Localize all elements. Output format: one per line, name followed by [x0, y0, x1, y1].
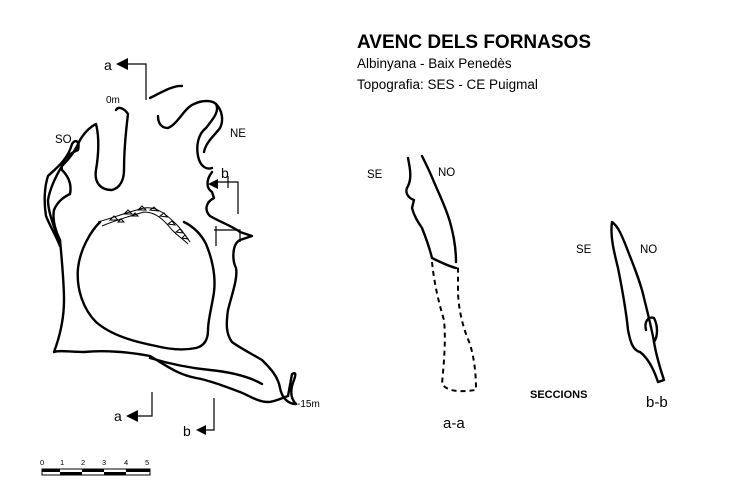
section-bb-name: b-b	[646, 394, 668, 411]
arrow-left-icon	[196, 425, 206, 435]
scale-bar: 0 1 2 3 4 5	[40, 458, 151, 476]
scale-tick-label: 4	[124, 458, 128, 467]
section-b-bottom-label: b	[183, 423, 191, 439]
sections-caption: SECCIONS	[530, 389, 587, 401]
section-a-bottom-label: a	[114, 408, 122, 424]
section-aa-no-label: NO	[438, 167, 455, 179]
section-bb-outline	[610, 220, 666, 384]
arrow-left-icon	[208, 179, 218, 189]
section-aa-view	[405, 154, 478, 393]
section-aa-left-wall	[405, 156, 434, 260]
section-b-top-marker: b	[208, 165, 229, 189]
scale-tick-label: 1	[60, 458, 64, 467]
section-aa-right-wall	[420, 154, 458, 264]
section-b-top-label: b	[221, 165, 229, 181]
section-aa-projected-passage	[431, 261, 478, 393]
section-a-top-label: a	[104, 57, 112, 73]
plan-ne-wall	[202, 102, 224, 154]
plan-view	[43, 84, 298, 406]
section-bb-inner-pocket	[644, 316, 659, 344]
section-bb-view	[610, 220, 666, 384]
scale-bar-segment	[42, 469, 60, 472]
arrow-left-icon	[116, 58, 128, 70]
plan-inner-chamber	[76, 220, 216, 351]
section-aa-name: a-a	[443, 415, 465, 432]
survey-title: AVENC DELS FORNASOS	[357, 32, 591, 53]
plan-sw-wall	[46, 106, 130, 248]
orientation-ne-label: NE	[230, 128, 246, 140]
location-text: Albinyana - Baix Penedès	[357, 56, 512, 71]
section-bb-se-label: SE	[576, 244, 592, 256]
section-aa-se-label: SE	[367, 169, 383, 181]
scale-tick-label: 2	[81, 458, 85, 467]
section-a-top-marker: a	[104, 57, 147, 100]
scale-bar-segment	[126, 469, 150, 472]
orientation-sw-label: SO	[55, 134, 72, 146]
rubble-band	[97, 205, 191, 245]
scale-tick-label: 3	[102, 458, 106, 467]
scale-tick-label: 0	[40, 458, 44, 467]
scale-bar-segment	[104, 472, 126, 475]
section-a-bottom-marker: a	[114, 392, 153, 424]
plan-b-marker-lines	[214, 176, 241, 246]
plan-lower-passage	[148, 356, 264, 386]
arrow-left-icon	[126, 410, 138, 422]
credits-text: Topografia: SES - CE Puigmal	[357, 77, 538, 92]
scale-bar-segment	[82, 469, 104, 472]
scale-tick-label: 5	[145, 458, 149, 467]
section-aa-floor-line	[430, 256, 458, 270]
depth-bottom-label: -15m	[297, 399, 320, 410]
section-bb-no-label: NO	[640, 244, 657, 256]
plan-outer-wall	[43, 84, 298, 406]
section-b-bottom-marker: b	[183, 398, 215, 439]
scale-bar-segment	[60, 472, 82, 475]
depth-top-label: 0m	[106, 95, 120, 106]
